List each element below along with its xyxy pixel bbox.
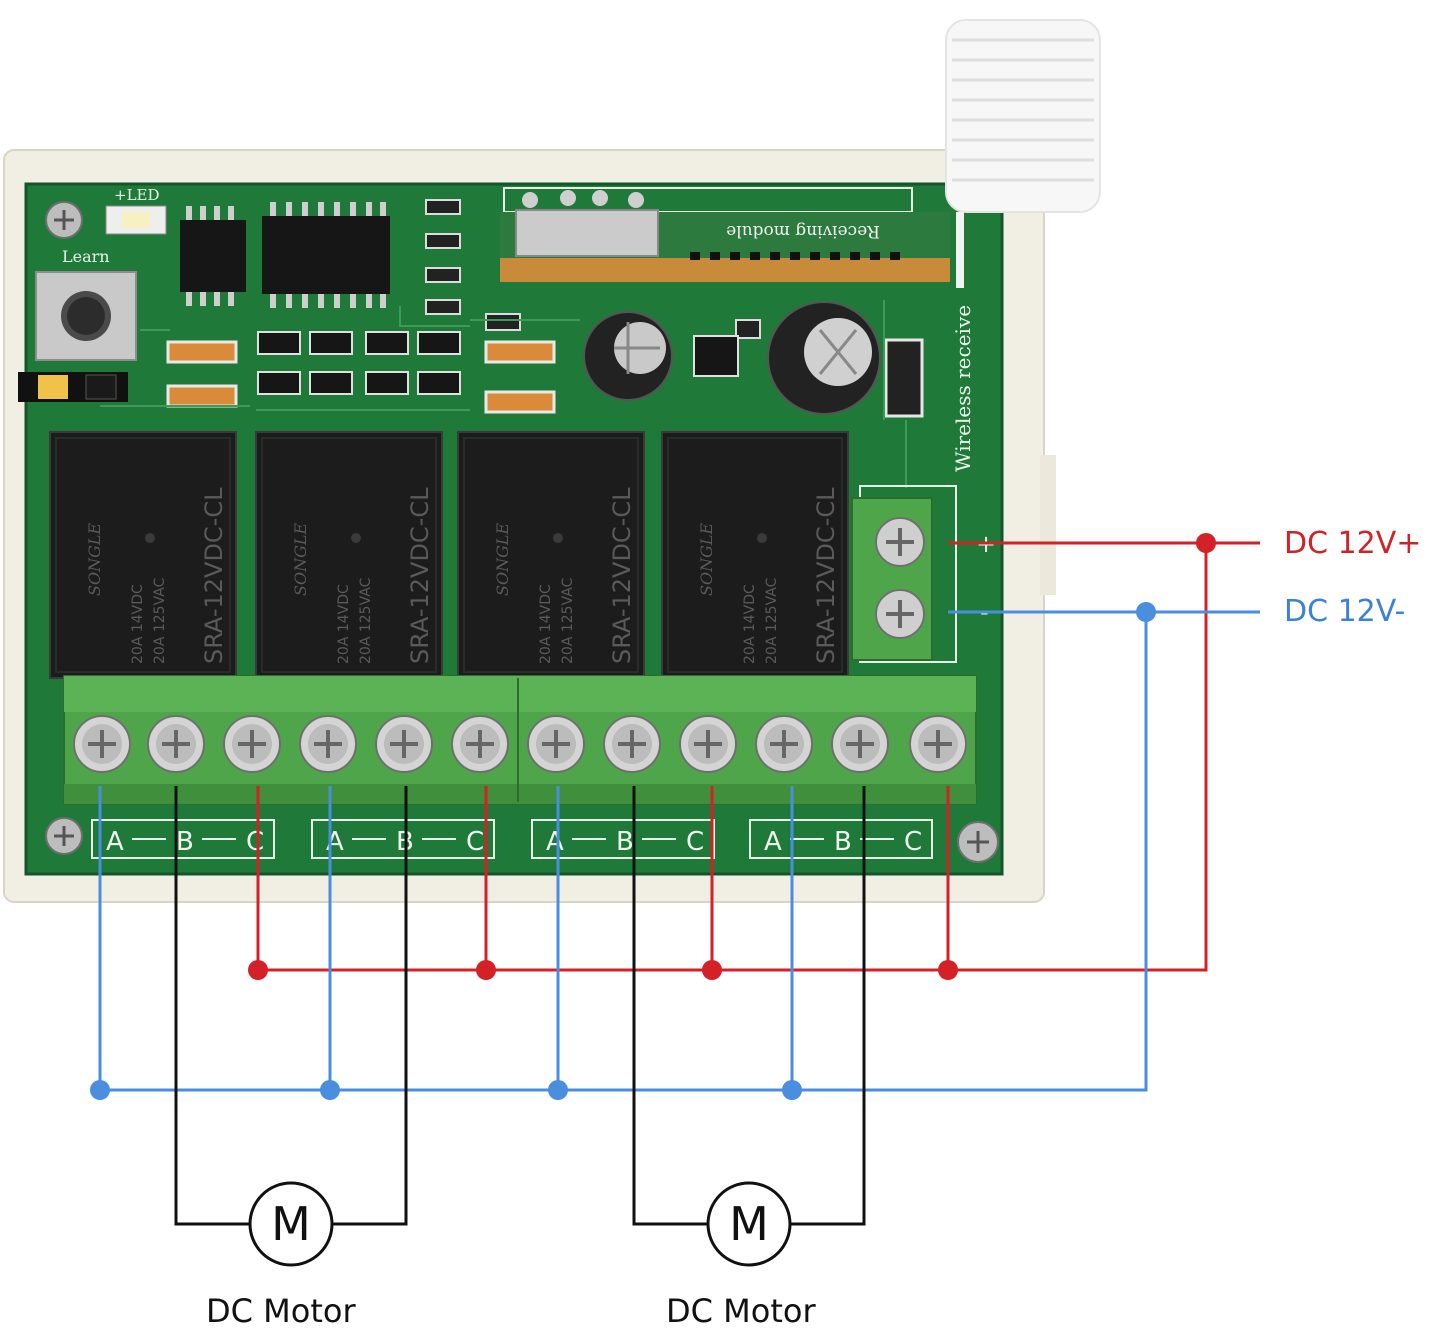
junction-dot bbox=[90, 1080, 110, 1100]
junction-dot bbox=[782, 1080, 802, 1100]
relay-brand-text: SONGLE bbox=[697, 523, 716, 596]
terminal-letter: A bbox=[764, 827, 782, 857]
motor-caption-2: DC Motor bbox=[666, 1292, 816, 1330]
terminal-screw-icon bbox=[603, 715, 661, 773]
wireless-receiver-label: Wireless receive bbox=[951, 305, 975, 472]
terminal-label-group: A B C bbox=[749, 819, 933, 859]
power-terminal-block: + - bbox=[851, 485, 996, 663]
antenna-coil bbox=[945, 19, 1101, 288]
motor-wiring bbox=[174, 786, 866, 1226]
terminal-screw-icon bbox=[679, 715, 737, 773]
terminal-letter: B bbox=[834, 827, 852, 857]
junction-dot bbox=[1136, 602, 1156, 622]
relay-model-text: SRA-12VDC-CL bbox=[200, 487, 228, 664]
terminal-screw-icon bbox=[375, 715, 433, 773]
terminal-label-group: A B C bbox=[531, 819, 715, 859]
receiving-module-label: Receiving module bbox=[726, 221, 880, 241]
relay-rating-dc: 20A 14VDC bbox=[538, 584, 554, 664]
relay-brand-text: SONGLE bbox=[291, 523, 310, 596]
led-label: +LED bbox=[114, 186, 160, 204]
terminal-letter: A bbox=[106, 827, 124, 857]
relay-rating-dc: 20A 14VDC bbox=[742, 584, 758, 664]
relay-model-text: SRA-12VDC-CL bbox=[608, 487, 636, 664]
terminal-screw-icon bbox=[909, 715, 967, 773]
transistors bbox=[257, 331, 739, 395]
led-area: +LED bbox=[105, 186, 167, 235]
relay-rating-ac: 20A 125VAC bbox=[152, 577, 168, 664]
relay-brand-text: SONGLE bbox=[493, 523, 512, 596]
terminal-letter: B bbox=[616, 827, 634, 857]
relay: SRA-12VDC-CL 20A 125VAC 20A 14VDC SONGLE bbox=[457, 431, 645, 679]
relay-brand-text: SONGLE bbox=[85, 523, 104, 596]
motor-icon bbox=[706, 1181, 792, 1267]
positive-junctions bbox=[248, 533, 1216, 980]
pcb-traces bbox=[100, 300, 907, 488]
jumper-header bbox=[18, 372, 128, 402]
relay-rating-dc: 20A 14VDC bbox=[130, 584, 146, 664]
ic-chips bbox=[180, 202, 390, 308]
power-plus-label: DC 12V+ bbox=[1284, 526, 1422, 561]
learn-label: Learn bbox=[62, 247, 110, 266]
negative-wiring bbox=[98, 610, 1260, 1092]
capacitors bbox=[583, 301, 881, 415]
junction-dot bbox=[1196, 533, 1216, 553]
terminal-letter: C bbox=[904, 827, 922, 857]
learn-button[interactable] bbox=[35, 271, 137, 361]
junction-dot bbox=[938, 960, 958, 980]
smd-resistors bbox=[425, 199, 761, 339]
motor-symbols bbox=[248, 1181, 792, 1267]
diodes bbox=[166, 340, 556, 414]
positive-wiring bbox=[256, 541, 1260, 972]
terminal-letter: C bbox=[246, 827, 264, 857]
junction-dot bbox=[548, 1080, 568, 1100]
terminal-screw-icon bbox=[73, 715, 131, 773]
relay-model-text: SRA-12VDC-CL bbox=[406, 487, 434, 664]
terminal-screw-icon bbox=[755, 715, 813, 773]
terminal-letter: C bbox=[686, 827, 704, 857]
power-minus-label: DC 12V- bbox=[1284, 594, 1406, 629]
receiving-module: Receiving module bbox=[500, 187, 950, 282]
pcb-edge bbox=[24, 182, 1004, 876]
power-diode bbox=[884, 338, 924, 418]
motor-caption-1: DC Motor bbox=[206, 1292, 356, 1330]
ic-large bbox=[262, 216, 390, 294]
relay: SRA-12VDC-CL 20A 125VAC 20A 14VDC SONGLE bbox=[255, 431, 443, 679]
junction-dot bbox=[248, 960, 268, 980]
terminal-letter: B bbox=[176, 827, 194, 857]
junction-dot bbox=[320, 1080, 340, 1100]
motor-icon bbox=[248, 1181, 334, 1267]
terminal-letter: A bbox=[546, 827, 564, 857]
terminal-screw-icon bbox=[299, 715, 357, 773]
junction-dot bbox=[702, 960, 722, 980]
relay-rating-ac: 20A 125VAC bbox=[560, 577, 576, 664]
relay: SRA-12VDC-CL 20A 125VAC 20A 14VDC SONGLE bbox=[661, 431, 849, 679]
relay: SRA-12VDC-CL 20A 125VAC 20A 14VDC SONGLE bbox=[49, 431, 237, 679]
relay-rating-ac: 20A 125VAC bbox=[764, 577, 780, 664]
terminal-screw-icon bbox=[451, 715, 509, 773]
relay-model-text: SRA-12VDC-CL bbox=[812, 487, 840, 664]
mounting-screws bbox=[45, 201, 999, 863]
output-terminal-block bbox=[63, 675, 977, 805]
junction-dot bbox=[476, 960, 496, 980]
terminal-screw-icon bbox=[831, 715, 889, 773]
negative-junctions bbox=[90, 602, 1156, 1100]
terminal-letter: C bbox=[466, 827, 484, 857]
terminal-screw-icon bbox=[223, 715, 281, 773]
relay-rating-dc: 20A 14VDC bbox=[336, 584, 352, 664]
terminal-screw-icon bbox=[527, 715, 585, 773]
motor-symbol-1: M bbox=[271, 1197, 311, 1251]
terminal-label-group: A B C bbox=[91, 819, 275, 859]
motor-symbol-2: M bbox=[729, 1197, 769, 1251]
enclosure-side-tab bbox=[1040, 455, 1056, 595]
relay-rating-ac: 20A 125VAC bbox=[358, 577, 374, 664]
terminal-screw-icon bbox=[147, 715, 205, 773]
ic-small bbox=[180, 220, 246, 292]
